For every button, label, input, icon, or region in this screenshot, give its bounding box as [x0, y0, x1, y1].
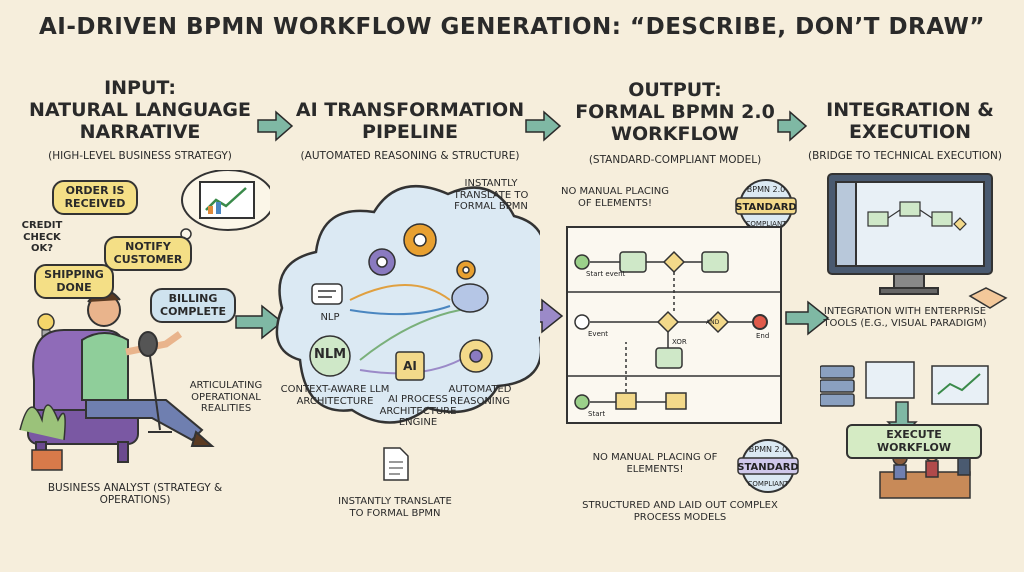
- brain-icon: [451, 283, 489, 313]
- bubble-notify-customer: NOTIFY CUSTOMER: [104, 236, 192, 272]
- badge2-top-text: BPMN 2.0: [749, 445, 787, 454]
- gear-icon-3: [456, 260, 476, 280]
- arrow-output-integration: [777, 110, 808, 142]
- context-aware-label: CONTEXT-AWARE LLM ARCHITECTURE: [280, 384, 390, 407]
- bubble-shipping-done: SHIPPING DONE: [34, 264, 114, 300]
- bubble-order-received: ORDER IS RECEIVED: [52, 180, 138, 216]
- input-subheading: (HIGH-LEVEL BUSINESS STRATEGY): [48, 150, 232, 162]
- analyst-label: BUSINESS ANALYST (STRATEGY & OPERATIONS): [47, 482, 223, 507]
- plant-icon: [19, 404, 66, 471]
- chart-thought-icon: [172, 170, 270, 250]
- ai-label: AI: [403, 359, 417, 373]
- reasoning-label: AUTOMATED REASONING: [448, 384, 512, 407]
- page-title: AI-DRIVEN BPMN WORKFLOW GENERATION: “DES…: [38, 14, 986, 40]
- integration-tools-label: INTEGRATION WITH ENTERPRISE TOOLS (e.g.,…: [823, 306, 987, 329]
- nlp-label: NLP: [320, 312, 340, 323]
- badge-bottom-text: COMPLIANT: [746, 220, 788, 228]
- output-heading: OUTPUT: FORMAL BPMN 2.0 WORKFLOW: [575, 79, 775, 145]
- articulating-label: ARTICULATING OPERATIONAL REALITIES: [189, 380, 263, 414]
- reasoning-head-icon: [459, 339, 493, 373]
- translate-bottom-label: INSTANTLY TRANSLATE TO FORMAL BPMN: [338, 496, 452, 519]
- bpmn-badge-top: BPMN 2.0 STANDARD COMPLIANT: [735, 179, 797, 233]
- bpmn-end-label: End: [756, 332, 769, 340]
- monitor-workflow-icon: [867, 201, 967, 231]
- arrow-input-cloud: [235, 304, 284, 340]
- bpmn-start-label: Start event: [586, 270, 626, 278]
- monitor-icon: [827, 173, 993, 295]
- pipeline-subheading: (AUTOMATED REASONING & STRUCTURE): [300, 150, 520, 162]
- engine-label: AI PROCESS ARCHITECTURE ENGINE: [379, 394, 457, 428]
- integration-heading: INTEGRATION & EXECUTION: [826, 99, 994, 143]
- structured-label: STRUCTURED AND LAID OUT COMPLEX PROCESS …: [582, 500, 778, 523]
- ai-pipeline-cloud: [275, 185, 540, 424]
- nlm-icon: [309, 335, 351, 377]
- input-heading: INPUT: NATURAL LANGUAGE NARRATIVE: [28, 77, 251, 143]
- integration-subheading: (BRIDGE TO TECHNICAL EXECUTION): [807, 150, 1003, 162]
- gear-icon: [403, 223, 437, 257]
- bpmn-diagram: Start event Event Start XOR AND End: [566, 226, 782, 424]
- bpmn-start2-label: Start: [588, 410, 605, 418]
- bpmn-event-label: Event: [588, 330, 608, 338]
- arrow-input-pipeline: [257, 110, 294, 142]
- bpmn-xor-label: XOR: [672, 338, 687, 346]
- nlp-icon: [311, 283, 343, 305]
- tool-window-icon: [865, 361, 989, 405]
- gear-icon-2: [368, 248, 396, 276]
- badge-mid-text: STANDARD: [735, 202, 796, 213]
- pipeline-heading: AI TRANSFORMATION PIPELINE: [295, 99, 525, 143]
- output-subheading: (STANDARD-COMPLIANT MODEL): [588, 154, 762, 166]
- integration-illustration: [820, 173, 1008, 499]
- execute-workflow-button[interactable]: EXECUTE WORKFLOW: [846, 424, 982, 460]
- bpmn-badge-bottom: BPMN 2.0 STANDARD COMPLIANT: [737, 439, 799, 493]
- microphone-icon: [138, 331, 172, 433]
- badge2-mid-text: STANDARD: [737, 462, 798, 473]
- badge-top-text: BPMN 2.0: [747, 185, 785, 194]
- ai-chip-icon: [395, 351, 425, 381]
- server-icon: [820, 365, 855, 407]
- translate-top-label: INSTANTLY TRANSLATE TO FORMAL BPMN: [453, 178, 529, 212]
- handshake-icon: [968, 287, 1008, 309]
- analyst-illustration: [19, 170, 270, 471]
- nlm-label: NLM: [313, 347, 347, 362]
- bubble-credit-check: CREDIT CHECK OK?: [21, 220, 63, 254]
- arrow-pipeline-output: [525, 110, 562, 142]
- bubble-billing-complete: BILLING COMPLETE: [150, 288, 236, 324]
- bpmn-and-label: AND: [706, 319, 720, 326]
- document-icon: [383, 447, 409, 481]
- badge2-bottom-text: COMPLIANT: [748, 480, 790, 488]
- arrow-output-execution: [785, 300, 830, 336]
- business-analyst-figure: [81, 289, 215, 447]
- no-manual-top-label: NO MANUAL PLACING OF ELEMENTS!: [560, 186, 670, 209]
- no-manual-bottom-label: NO MANUAL PLACING OF ELEMENTS!: [592, 452, 718, 475]
